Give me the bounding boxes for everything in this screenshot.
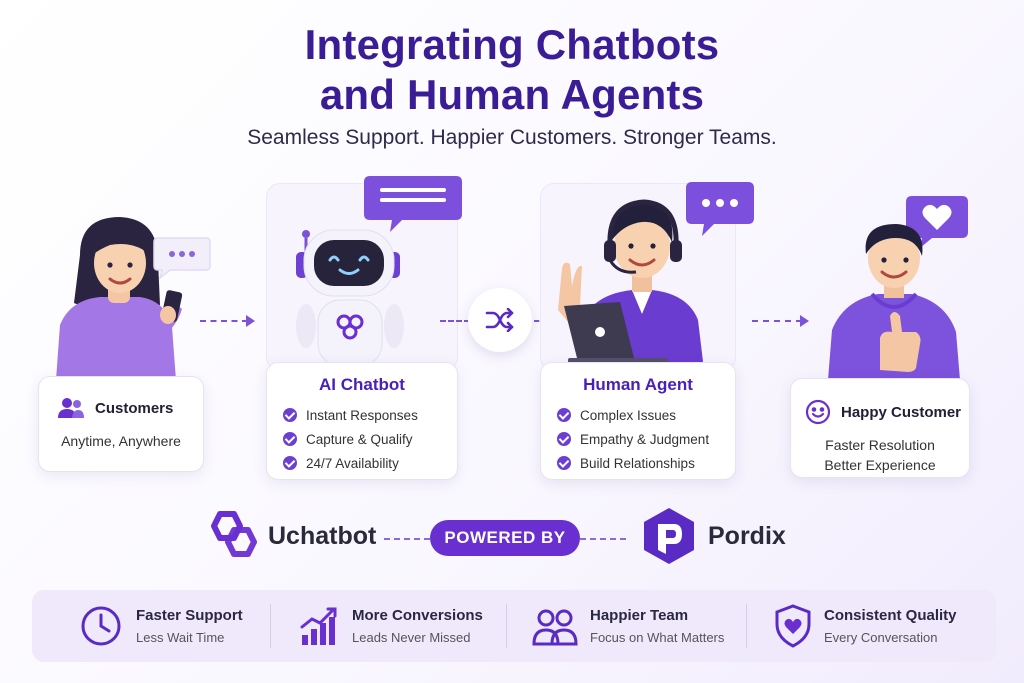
customers-card: Customers Anytime, Anywhere — [38, 376, 204, 472]
check-icon — [557, 408, 571, 422]
customers-subtitle: Anytime, Anywhere — [61, 433, 181, 449]
happy-customer-line-1: Faster Resolution — [825, 437, 935, 453]
shield-heart-icon — [774, 604, 812, 648]
chatbot-speech-bubble — [362, 174, 464, 234]
smile-icon — [805, 399, 831, 425]
customer-chat-bubble — [152, 236, 212, 280]
title-line-2: and Human Agents — [319, 71, 705, 118]
powered-by-badge: POWERED BY — [430, 520, 580, 556]
agent-chat-bubble — [684, 180, 756, 238]
feature-subtitle: Less Wait Time — [136, 630, 225, 645]
page-title: Integrating Chatbots and Human Agents — [0, 20, 1024, 120]
feature-divider — [746, 604, 747, 648]
feature-subtitle: Focus on What Matters — [590, 630, 725, 645]
uchatbot-logo — [204, 508, 260, 562]
pordix-logo — [640, 506, 698, 566]
ai-chatbot-card: AI Chatbot Instant Responses Capture & Q… — [266, 362, 458, 480]
brand-dash-left — [384, 538, 430, 540]
feature-faster-support: Faster Support Less Wait Time — [80, 600, 270, 652]
feature-title: Happier Team — [590, 607, 689, 624]
ai-chatbot-title: AI Chatbot — [319, 375, 405, 394]
feature-consistent-quality: Consistent Quality Every Conversation — [774, 600, 984, 652]
happy-customer-line-2: Better Experience — [824, 457, 936, 473]
team-icon — [532, 606, 578, 646]
page-subtitle: Seamless Support. Happier Customers. Str… — [247, 126, 777, 149]
handoff-line-left — [440, 320, 470, 322]
ai-chatbot-item-label: Instant Responses — [306, 407, 418, 423]
feature-title: Faster Support — [136, 607, 243, 624]
check-icon — [557, 456, 571, 470]
human-agent-item-label: Empathy & Judgment — [580, 431, 710, 447]
flow-arrow-1 — [200, 320, 248, 322]
human-agent-item-label: Build Relationships — [580, 455, 695, 471]
feature-divider — [506, 604, 507, 648]
flow-arrow-3-head — [800, 315, 809, 327]
feature-more-conversions: More Conversions Leads Never Missed — [298, 600, 498, 652]
human-agent-card: Human Agent Complex Issues Empathy & Jud… — [540, 362, 736, 480]
growth-chart-icon — [298, 605, 340, 647]
ai-chatbot-item: Instant Responses — [283, 403, 457, 427]
users-icon — [57, 397, 85, 419]
uchatbot-brand-name: Uchatbot — [268, 522, 377, 550]
flow-arrow-3 — [752, 320, 802, 322]
check-icon — [283, 408, 297, 422]
ai-chatbot-item-label: 24/7 Availability — [306, 455, 399, 471]
human-agent-illustration — [548, 190, 728, 370]
heart-chat-bubble — [904, 194, 970, 250]
brand-dash-right — [580, 538, 626, 540]
human-agent-item-label: Complex Issues — [580, 407, 677, 423]
customers-title: Customers — [95, 399, 174, 417]
pordix-brand-name: Pordix — [708, 522, 786, 550]
features-strip — [32, 590, 996, 662]
ai-chatbot-item: Capture & Qualify — [283, 427, 457, 451]
feature-title: Consistent Quality — [824, 607, 957, 624]
shuffle-icon — [485, 307, 515, 333]
happy-customer-illustration — [820, 220, 970, 380]
feature-divider — [270, 604, 271, 648]
ai-chatbot-item: 24/7 Availability — [283, 451, 457, 475]
happy-customer-card: Happy Customer Faster Resolution Better … — [790, 378, 970, 478]
clock-icon — [80, 605, 122, 647]
feature-happier-team: Happier Team Focus on What Matters — [532, 600, 742, 652]
flow-arrow-1-head — [246, 315, 255, 327]
feature-subtitle: Every Conversation — [824, 630, 938, 645]
check-icon — [557, 432, 571, 446]
robot-illustration — [292, 222, 412, 372]
feature-subtitle: Leads Never Missed — [352, 630, 471, 645]
human-agent-item: Build Relationships — [557, 451, 735, 475]
human-agent-item: Empathy & Judgment — [557, 427, 735, 451]
human-agent-title: Human Agent — [583, 375, 693, 394]
title-line-1: Integrating Chatbots — [304, 21, 720, 68]
happy-customer-title: Happy Customer — [841, 403, 962, 421]
human-agent-item: Complex Issues — [557, 403, 735, 427]
check-icon — [283, 456, 297, 470]
customer-illustration — [40, 205, 220, 380]
feature-title: More Conversions — [352, 607, 483, 624]
check-icon — [283, 432, 297, 446]
handoff-circle — [468, 288, 532, 352]
ai-chatbot-item-label: Capture & Qualify — [306, 431, 413, 447]
